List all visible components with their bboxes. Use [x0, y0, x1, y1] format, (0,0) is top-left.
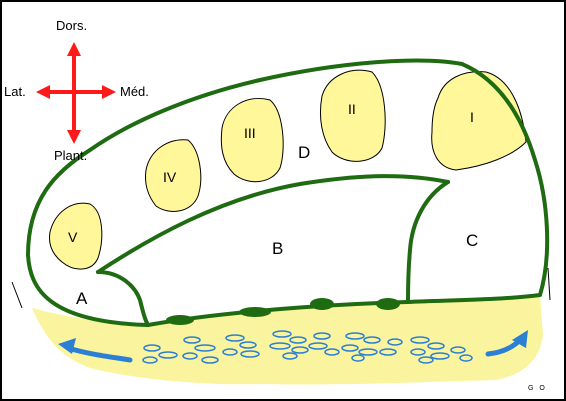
metatarsal-i	[432, 72, 526, 170]
label-medial: Méd.	[120, 84, 149, 99]
skin-outline-left	[12, 282, 22, 308]
fascia-a-b	[98, 272, 148, 325]
label-metatarsal-iv: IV	[163, 169, 177, 185]
label-compartment-a: A	[76, 289, 88, 308]
label-compartment-c: C	[466, 231, 478, 250]
orientation-arrows	[44, 52, 108, 134]
label-plantar: Plant.	[54, 148, 87, 163]
label-compartment-d: D	[298, 143, 310, 162]
fascia-b-c	[408, 182, 448, 302]
arrowhead-left	[36, 85, 50, 99]
label-dorsal: Dors.	[56, 18, 87, 33]
label-metatarsal-i: I	[470, 109, 474, 125]
label-metatarsal-iii: III	[244, 125, 256, 141]
label-compartment-b: B	[272, 239, 283, 258]
skin-outline-right	[548, 268, 550, 300]
label-lateral: Lat.	[4, 84, 26, 99]
arrowhead-right	[102, 85, 116, 99]
arrowhead-up	[67, 42, 81, 56]
artist-signature: G O	[528, 385, 547, 392]
label-metatarsal-ii: II	[348, 101, 356, 117]
arrowhead-down	[67, 130, 81, 144]
label-metatarsal-v: V	[68, 229, 78, 245]
